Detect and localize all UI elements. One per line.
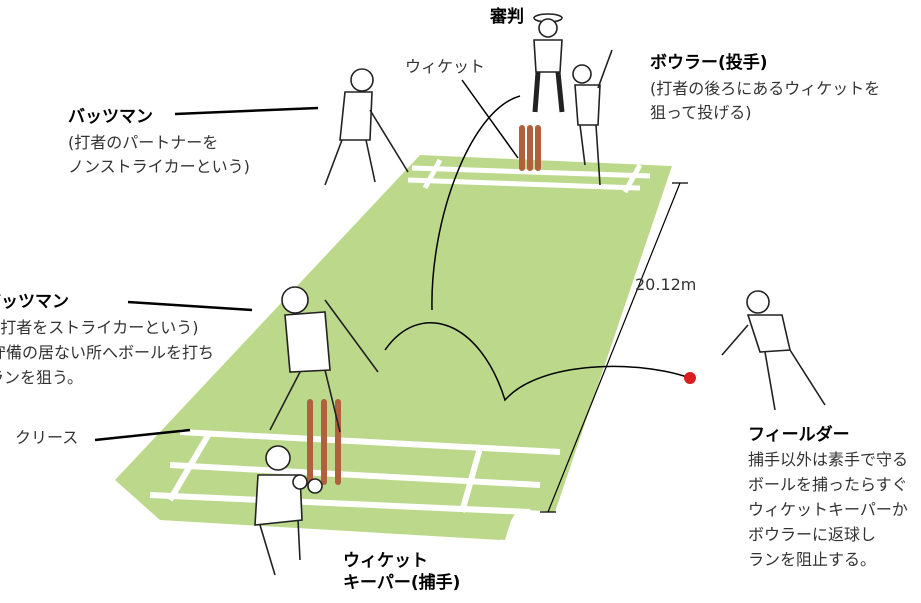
ball-trajectory bbox=[384, 95, 691, 402]
pitch bbox=[115, 155, 672, 540]
stumps-near bbox=[307, 399, 341, 485]
fielder-desc-5: ランを阻止する。 bbox=[748, 550, 876, 569]
striker-desc-2: 守備の居ない所へボールを打ち bbox=[0, 343, 214, 362]
distance-label: 20.12m bbox=[635, 275, 696, 294]
wicket-label: ウィケット bbox=[405, 57, 485, 76]
bowler-figure bbox=[572, 49, 613, 186]
fielder-desc-2: ボールを捕ったらすぐ bbox=[748, 475, 908, 494]
ball bbox=[684, 372, 696, 384]
striker-title: バッツマン bbox=[0, 292, 69, 312]
fielder-desc-1: 捕手以外は素手で守る bbox=[748, 450, 908, 469]
bowler-desc-1: (打者の後ろにあるウィケットを bbox=[650, 79, 880, 98]
non-striker-desc-2: ノンストライカーという) bbox=[68, 157, 250, 176]
fielder-desc-4: ボウラーに返球し bbox=[748, 525, 876, 544]
crease-label: クリース bbox=[15, 428, 78, 447]
non-striker-desc-1: (打者のパートナーを bbox=[68, 133, 218, 152]
umpire-label: 審判 bbox=[489, 6, 524, 27]
keeper-figure bbox=[254, 445, 323, 576]
keeper-title-2: キーパー(捕手) bbox=[343, 572, 460, 593]
fielder-title: フィールダー bbox=[748, 424, 850, 445]
striker-desc-3: ランを狙う。 bbox=[0, 368, 83, 387]
stumps-far bbox=[519, 125, 541, 171]
wicket-pointer bbox=[461, 79, 519, 159]
keeper-title-1: ウィケット bbox=[343, 551, 428, 571]
non-striker-figure bbox=[324, 68, 409, 186]
crease-pointer bbox=[94, 428, 191, 442]
fielder-figure bbox=[721, 290, 826, 411]
non-striker-title: バッツマン bbox=[68, 107, 153, 127]
umpire-figure bbox=[532, 13, 565, 113]
fielder-desc-3: ウィケットキーパーか bbox=[748, 500, 908, 519]
distance-marker bbox=[540, 182, 688, 513]
striker-pointer bbox=[127, 300, 253, 312]
bowler-desc-2: 狙って投げる) bbox=[650, 103, 751, 122]
non-striker-pointer bbox=[174, 106, 319, 116]
striker-figure bbox=[269, 286, 379, 433]
bowler-title: ボウラー(投手) bbox=[650, 52, 768, 73]
striker-desc-1: (打者をストライカーという) bbox=[0, 318, 199, 337]
